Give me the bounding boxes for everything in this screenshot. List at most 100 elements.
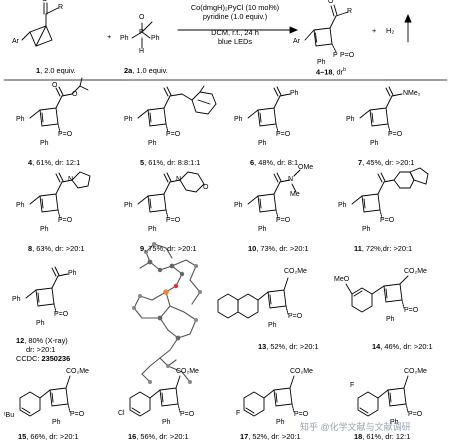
- atom-p-2a: P: [139, 29, 144, 36]
- atom-o-4: O: [52, 82, 58, 89]
- atom-co2me-18: CO₂Me: [404, 368, 427, 375]
- atom-co2me-15: CO₂Me: [66, 368, 89, 375]
- product-18-label: 18, 61%, dr: 12:1: [354, 432, 411, 441]
- atom-p-4: P=O: [58, 131, 73, 138]
- product-12-dr: dr: >20:1: [26, 345, 56, 354]
- product-6-label: 6, 48%, dr: 8:1: [250, 158, 299, 167]
- atom-f-18: F: [350, 382, 355, 389]
- atom-co2me-13: CO₂Me: [284, 268, 307, 275]
- product-4-structure: [29, 77, 89, 133]
- product-12-ccdc: CCDC: 2350236: [16, 354, 71, 363]
- atom-ph-11: Ph: [338, 202, 347, 209]
- atom-ph2-9: Ph: [148, 226, 157, 233]
- reaction-conditions: Co(dmgH)₂PyCl (10 mol%) pyridine (1.0 eq…: [180, 3, 290, 46]
- product-range-caption: 4–18, drb: [316, 67, 346, 77]
- atom-cl-16: Cl: [118, 410, 125, 417]
- atom-p-10: P=O: [276, 217, 291, 224]
- atom-nme2-7: NMe₂: [403, 90, 421, 97]
- atom-p-13: P=O: [288, 313, 303, 320]
- plus-sign-2: +: [372, 26, 377, 35]
- atom-p-12: P=O: [54, 311, 69, 318]
- reagent-1-structure: [21, 2, 59, 47]
- atom-ph-6-ester: Ph: [290, 90, 299, 97]
- atom-ph-2a-right: Ph: [151, 35, 160, 42]
- atom-co2me-17: CO₂Me: [290, 368, 313, 375]
- atom-ph2-12: Ph: [36, 320, 45, 327]
- product-15-structure: [19, 375, 71, 417]
- atom-ph2-7: Ph: [370, 140, 379, 147]
- product-13-structure: [217, 277, 289, 319]
- product-7-label: 7, 45%, dr: >20:1: [358, 158, 415, 167]
- product-5-structure: [137, 85, 217, 133]
- atom-ph-4: Ph: [16, 116, 25, 123]
- atom-p-5: P=O: [166, 131, 181, 138]
- atom-co2me-16: CO₂Me: [176, 368, 199, 375]
- atom-o-2a: O: [139, 14, 145, 21]
- h2-gas-arrow: [404, 13, 412, 43]
- atom-ph-6: Ph: [234, 116, 243, 123]
- reagent-1-caption: 1, 2.0 equiv.: [36, 66, 76, 75]
- product-17-structure: [243, 375, 295, 417]
- atom-o-product: O: [328, 0, 334, 5]
- atom-h-2a: H: [139, 48, 145, 55]
- product-9-structure: [137, 171, 205, 219]
- atom-ar: Ar: [12, 38, 19, 45]
- product-7-structure: [359, 86, 403, 133]
- product-general-structure: [304, 4, 349, 53]
- xray-crystal-structure: [132, 242, 202, 384]
- atom-p-17: P=O: [294, 411, 309, 418]
- reaction-arrow: [177, 26, 299, 34]
- atom-ph2-17: Ph: [276, 419, 285, 426]
- product-13-label: 13, 52%, dr: >20:1: [258, 342, 319, 351]
- product-8-label: 8, 63%, dr: >20:1: [28, 244, 85, 253]
- atom-ph2-6: Ph: [258, 140, 267, 147]
- atom-ph-5: Ph: [124, 116, 133, 123]
- atom-o-9: O: [203, 184, 209, 191]
- product-14-structure: [345, 275, 409, 313]
- atom-co2me-14: CO₂Me: [404, 268, 427, 275]
- product-4-label: 4, 61%, dr: 12:1: [28, 158, 81, 167]
- atom-ph-8: Ph: [16, 202, 25, 209]
- atom-p-16: P=O: [180, 411, 195, 418]
- h2-label: H₂: [386, 26, 395, 35]
- reagent-2a-caption: 2a, 1.0 equiv.: [124, 66, 168, 75]
- atom-p-15: P=O: [70, 411, 85, 418]
- reagent-2a-structure: [131, 21, 153, 49]
- atom-r-product: R: [347, 8, 353, 15]
- atom-ar-product: Ar: [293, 38, 300, 45]
- atom-r: R: [58, 4, 64, 11]
- atom-ph2-13: Ph: [268, 322, 277, 329]
- product-10-label: 10, 73%, dr: >20:1: [248, 244, 309, 253]
- product-9-label: 9, 75%, dr: >20:1: [140, 244, 197, 253]
- zhihu-watermark: 知乎 @化学文献与文献调研: [300, 422, 411, 432]
- atom-ph2-8: Ph: [40, 226, 49, 233]
- plus-sign-1: +: [107, 32, 112, 41]
- atom-ph-10: Ph: [234, 202, 243, 209]
- atom-me-10: Me: [290, 191, 300, 198]
- condition-catalyst: Co(dmgH)₂PyCl (10 mol%): [190, 3, 280, 12]
- atom-ph2-5: Ph: [148, 140, 157, 147]
- atom-ph2-15: Ph: [52, 419, 61, 426]
- condition-light: blue LEDs: [217, 37, 253, 46]
- atom-po-product: P=O: [340, 52, 355, 59]
- product-15-label: 15, 66%, dr: >20:1: [18, 432, 79, 441]
- atom-ph-12: Ph: [12, 296, 21, 303]
- condition-solvent: DCM, r.t., 24 h: [211, 28, 259, 37]
- atom-o-4-ester: O: [72, 91, 78, 98]
- atom-ph-7: Ph: [346, 116, 355, 123]
- atom-ph2-11: Ph: [362, 226, 371, 233]
- atom-o: O: [42, 0, 47, 4]
- atom-n-10: N: [288, 176, 294, 183]
- product-11-structure: [351, 167, 429, 219]
- product-12-label: 12, 80% (X-ray) dr: >20:1 CCDC: 2350236: [16, 336, 71, 363]
- atom-p-8: P=O: [58, 217, 73, 224]
- atom-ph2-10: Ph: [258, 226, 267, 233]
- atom-p-11: P=O: [380, 217, 395, 224]
- product-14-label: 14, 46%, dr: >20:1: [372, 342, 433, 351]
- atom-n-9: N: [176, 176, 182, 183]
- atom-ph2-18: Ph: [390, 419, 399, 426]
- atom-tbu-15: ᵗBu: [4, 412, 15, 419]
- product-12-structure: [25, 266, 69, 313]
- atom-p-product: P: [333, 52, 338, 59]
